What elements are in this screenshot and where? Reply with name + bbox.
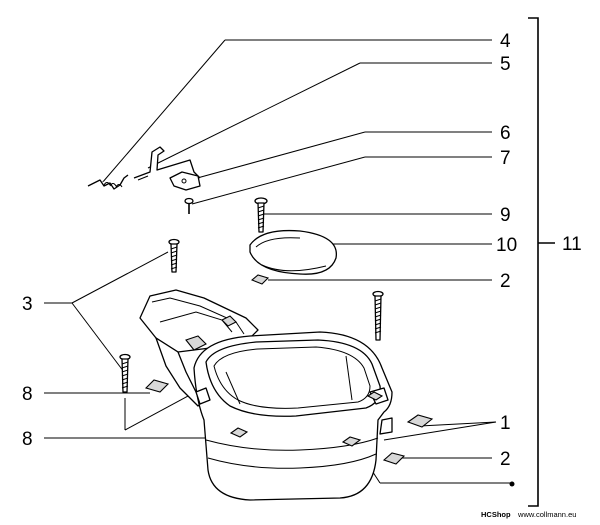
long-screw-part-right: [372, 290, 384, 341]
spring-part: [87, 174, 129, 190]
screw-part-9: [254, 197, 268, 233]
callout-8-upper: 8: [22, 384, 33, 405]
leader-lines: [44, 39, 515, 487]
callout-4: 4: [500, 31, 511, 52]
rod-part: [133, 146, 201, 181]
callout-1: 1: [500, 413, 511, 434]
assembly-bracket: [528, 17, 555, 507]
callout-11: 11: [562, 234, 582, 255]
latch-bracket-part: [169, 171, 201, 191]
callout-8-lower: 8: [22, 429, 33, 450]
callout-9: 9: [500, 205, 511, 226]
watermark-site: www.collmann.eu: [517, 510, 576, 519]
long-screw-part-left: [119, 353, 131, 393]
helmet-compartment-part: [139, 289, 393, 501]
nut-part-8-upper: [144, 379, 170, 393]
cover-cap-part: [249, 229, 337, 275]
callout-labels: 4 5 6 7 9 10 11 2 3 8 1 8 2: [22, 31, 582, 470]
watermark-shop: HCShop: [481, 510, 511, 519]
callout-5: 5: [500, 54, 511, 75]
nut-part-upper: [250, 274, 270, 285]
callout-3: 3: [22, 294, 33, 315]
callout-2-upper: 2: [500, 271, 511, 292]
small-screw-part: [184, 197, 194, 214]
watermark: HCShop www.collmann.eu: [481, 504, 576, 521]
callout-6: 6: [500, 123, 511, 144]
callout-7: 7: [500, 148, 511, 169]
clip-nut-part: [406, 414, 434, 428]
callout-2-lower: 2: [500, 449, 511, 470]
callout-10: 10: [496, 235, 517, 256]
long-screw-part-top: [168, 238, 180, 273]
nut-part-lower: [382, 452, 406, 465]
svg-text:HCShop www.collmann.eu: HCShop www.collmann.eu: [481, 504, 576, 521]
